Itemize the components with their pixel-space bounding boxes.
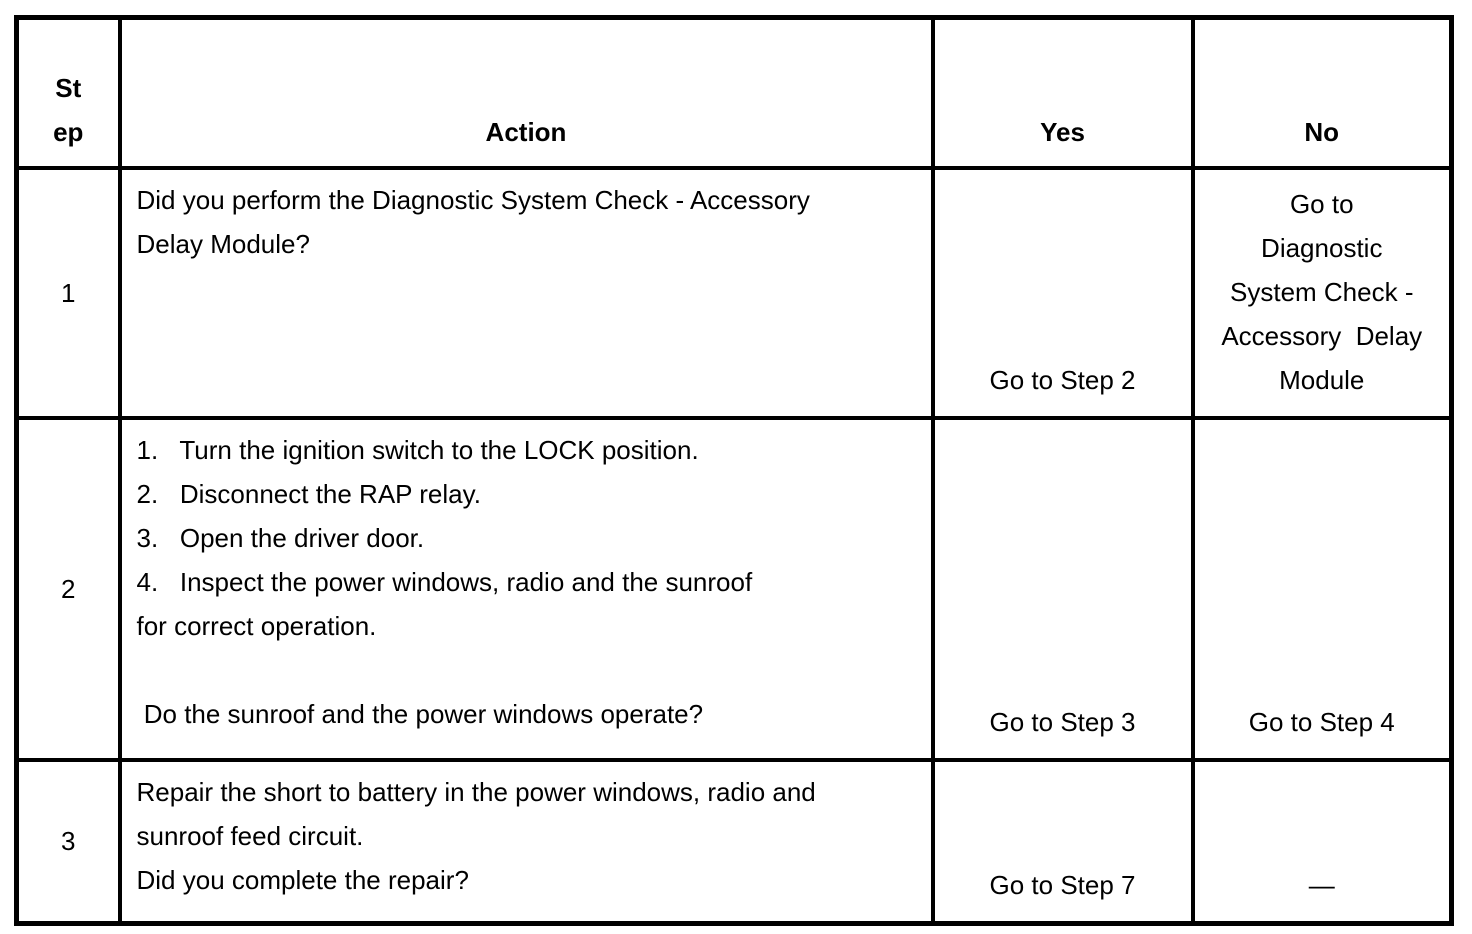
no-cell: Go to Diagnostic System Check - Accessor… <box>1190 165 1454 420</box>
yes-cell: Go to Step 7 <box>930 757 1195 926</box>
step-number: 1 <box>14 165 122 420</box>
no-cell: Go to Step 4 <box>1190 415 1454 762</box>
action-cell: 1. Turn the ignition switch to the LOCK … <box>117 415 935 762</box>
action-question-line: Did you complete the repair? <box>136 864 469 895</box>
action-list-item: 1. Turn the ignition switch to the LOCK … <box>136 434 699 465</box>
yes-cell: Go to Step 2 <box>930 165 1195 420</box>
diagnostic-steps-table: St ep Action Yes No 1 Did you perform th… <box>14 15 1454 926</box>
action-list-item: 4. Inspect the power windows, radio and … <box>136 566 753 597</box>
column-header-yes: Yes <box>930 15 1195 170</box>
no-text-line: Go to <box>1289 188 1354 219</box>
action-text-line: Delay Module? <box>136 228 310 259</box>
no-text-line: Module <box>1279 364 1365 395</box>
table-row-step-3: 3 Repair the short to battery in the pow… <box>14 757 1454 926</box>
action-text-line: Did you perform the Diagnostic System Ch… <box>136 184 810 215</box>
action-text-line: Repair the short to battery in the power… <box>136 776 816 807</box>
action-text-line: for correct operation. <box>136 610 377 641</box>
table-row-step-2: 2 1. Turn the ignition switch to the LOC… <box>14 415 1454 762</box>
table-row-step-1: 1 Did you perform the Diagnostic System … <box>14 165 1454 420</box>
action-blank-line <box>137 648 917 692</box>
no-text-line: System Check - <box>1230 276 1414 307</box>
yes-cell: Go to Step 3 <box>930 415 1195 762</box>
action-list-item: 2. Disconnect the RAP relay. <box>136 478 481 509</box>
action-list-item: 3. Open the driver door. <box>136 522 425 553</box>
table-header-row: St ep Action Yes No <box>14 15 1454 170</box>
column-header-no: No <box>1190 15 1454 170</box>
column-header-action: Action <box>117 15 935 170</box>
action-question-line: Do the sunroof and the power windows ope… <box>136 698 704 729</box>
action-cell: Did you perform the Diagnostic System Ch… <box>117 165 935 420</box>
step-number: 3 <box>14 757 122 926</box>
no-text-line: Diagnostic <box>1261 232 1383 263</box>
column-header-step: St ep <box>14 15 122 170</box>
no-cell: — <box>1190 757 1454 926</box>
no-text-line: Accessory Delay <box>1221 320 1423 351</box>
action-cell: Repair the short to battery in the power… <box>117 757 935 926</box>
step-number: 2 <box>14 415 122 762</box>
action-text-line: sunroof feed circuit. <box>136 820 364 851</box>
